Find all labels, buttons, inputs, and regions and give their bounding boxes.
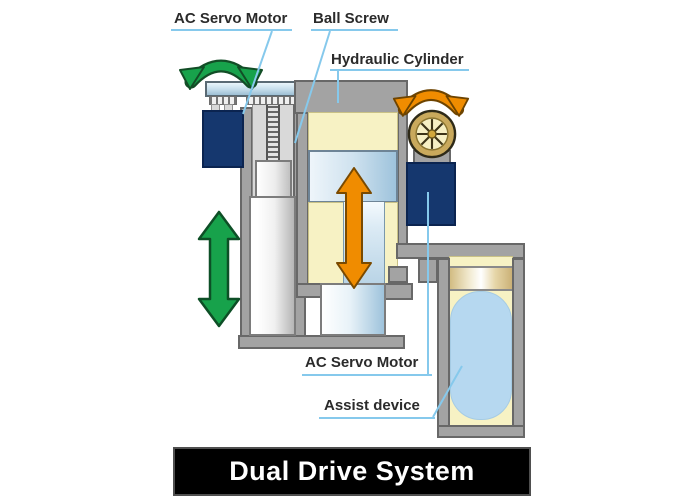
hydraulic-fluid-upper-chamber	[308, 112, 398, 151]
title-banner: Dual Drive System	[173, 447, 531, 496]
label-ball-screw: Ball Screw	[313, 10, 389, 27]
hydraulic-pipe-elbow	[418, 258, 438, 283]
vertical-stroke-arrow-orange-icon	[336, 167, 372, 289]
label-ac-servo-motor-top: AC Servo Motor	[174, 10, 288, 27]
hydraulic-cylinder-top-block	[294, 80, 408, 114]
assist-tank-piston	[449, 266, 513, 291]
assist-tank-left-wall	[437, 258, 450, 437]
cylinder-bottom-cap-left	[296, 283, 322, 298]
title-banner-text: Dual Drive System	[229, 456, 475, 486]
belt-teeth-left	[209, 96, 237, 105]
pump-wheel-icon	[407, 109, 457, 159]
ball-screw-shaft	[266, 96, 280, 162]
label-hydraulic-cylinder: Hydraulic Cylinder	[331, 51, 464, 68]
rotation-arrow-orange-icon	[392, 89, 470, 117]
vertical-stroke-arrow-green-icon	[197, 210, 241, 328]
cylinder-bottom-cap-right	[384, 283, 413, 300]
machine-base-plate	[238, 335, 405, 349]
hydraulic-ram-column	[320, 283, 386, 336]
ball-screw-nut	[255, 160, 292, 201]
hydraulic-pipe-port	[388, 266, 408, 283]
ac-servo-motor-right	[406, 162, 456, 226]
ballscrew-piston-column	[249, 196, 296, 336]
assist-tank-right-wall	[512, 258, 525, 437]
rotation-arrow-green-icon	[179, 59, 263, 90]
assist-tank-bottom	[437, 425, 525, 438]
ac-servo-motor-left	[202, 110, 244, 168]
label-assist-device: Assist device	[324, 397, 420, 414]
label-ac-servo-motor-bottom: AC Servo Motor	[305, 354, 419, 371]
assist-tank-fluid	[450, 291, 512, 420]
